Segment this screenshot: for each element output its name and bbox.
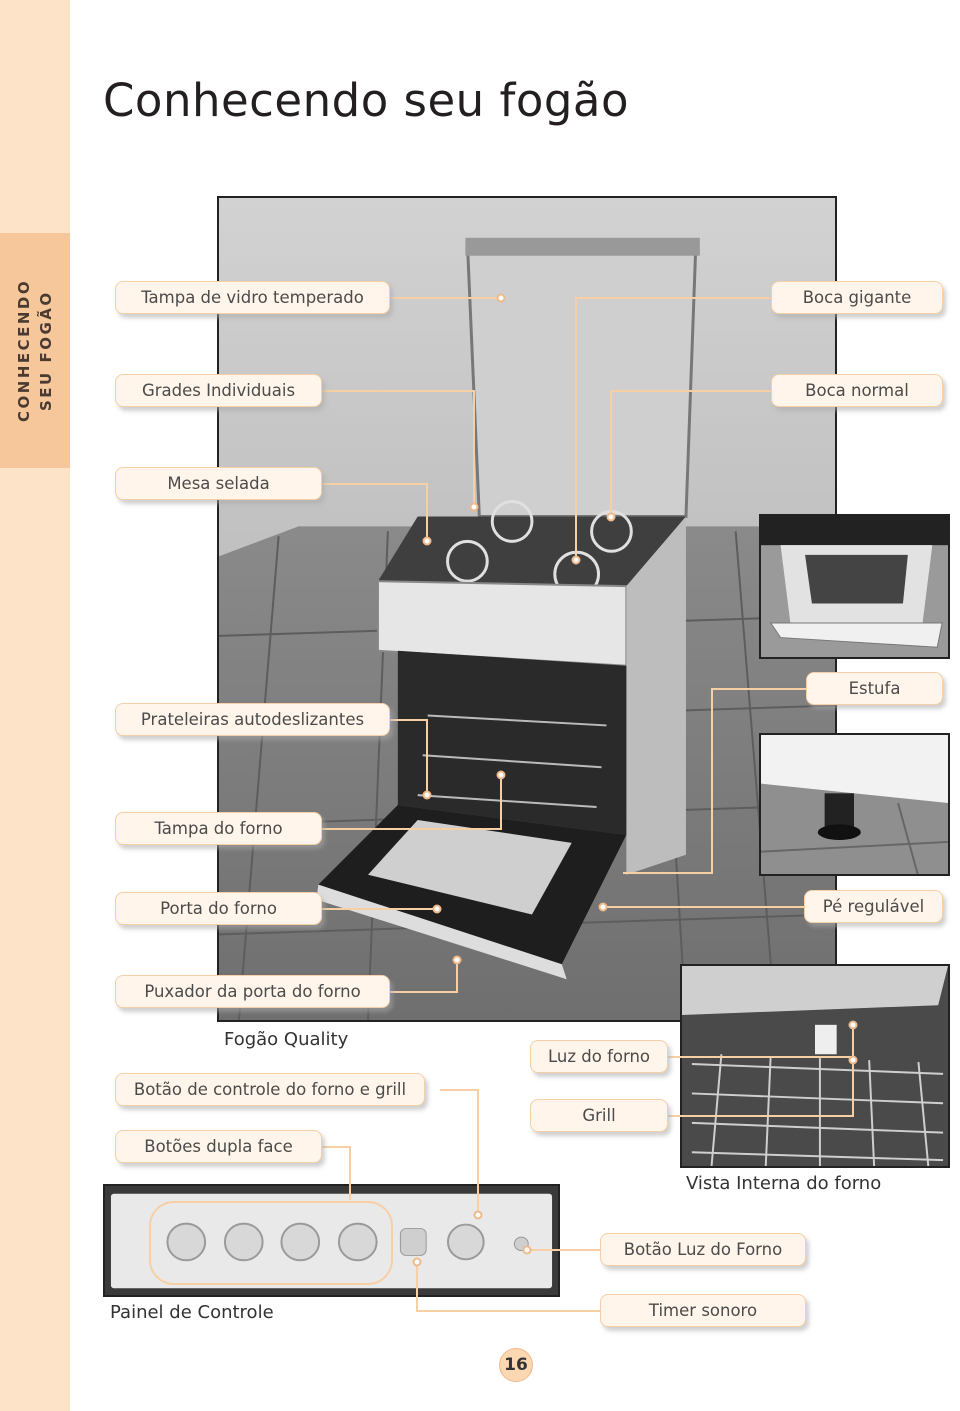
label-luz-forno: Luz do forno (530, 1040, 668, 1073)
section-tab (0, 233, 70, 468)
section-tab-line-1: CONHECENDO (15, 278, 33, 423)
page-title: Conhecendo seu fogão (103, 74, 630, 127)
label-puxador: Puxador da porta do forno (115, 975, 390, 1008)
pe-regulavel-photo (759, 733, 950, 876)
label-timer: Timer sonoro (600, 1294, 806, 1327)
caption-interior: Vista Interna do forno (686, 1173, 882, 1194)
caption-stove: Fogão Quality (224, 1029, 349, 1050)
label-botao-luz: Botão Luz do Forno (600, 1233, 806, 1266)
label-porta-forno: Porta do forno (115, 892, 322, 925)
label-mesa-selada: Mesa selada (115, 467, 322, 500)
estufa-photo (759, 514, 950, 659)
label-boca-gigante: Boca gigante (771, 281, 943, 314)
section-tab-label: CONHECENDO SEU FOGÃO (8, 233, 62, 468)
page-number: 16 (499, 1348, 533, 1382)
label-grill: Grill (530, 1099, 668, 1132)
label-estufa: Estufa (806, 672, 943, 705)
label-grades: Grades Individuais (115, 374, 322, 407)
label-prateleiras: Prateleiras autodeslizantes (115, 703, 390, 736)
label-tampa-forno: Tampa do forno (115, 812, 322, 845)
label-pe-regulavel: Pé regulável (804, 890, 943, 923)
caption-panel: Painel de Controle (110, 1302, 274, 1323)
section-tab-line-2: SEU FOGÃO (37, 290, 55, 411)
control-panel-photo (103, 1184, 560, 1297)
label-botao-controle: Botão de controle do forno e grill (115, 1073, 425, 1106)
label-botoes-dupla: Botões dupla face (115, 1130, 322, 1163)
left-margin-band (0, 0, 70, 1411)
label-tampa-vidro: Tampa de vidro temperado (115, 281, 390, 314)
label-boca-normal: Boca normal (771, 374, 943, 407)
oven-interior-photo (680, 964, 950, 1168)
